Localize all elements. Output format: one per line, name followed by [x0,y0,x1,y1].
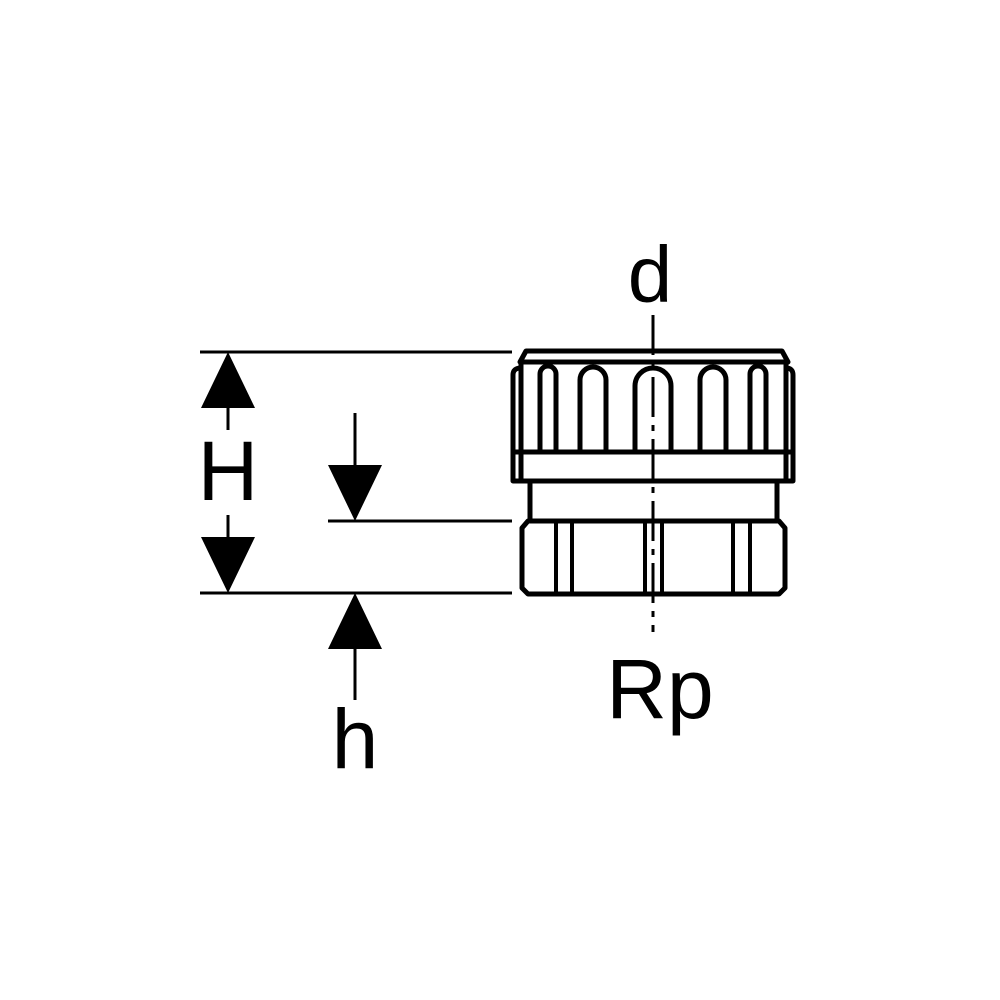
h-arrow-up-icon [328,593,382,649]
label-d: d [628,230,673,319]
label-H: H [198,424,259,518]
fitting-drawing [510,348,796,597]
H-arrow-up-icon [201,352,255,408]
H-arrow-down-icon [201,537,255,593]
label-h: h [332,692,379,786]
h-arrow-down-icon [328,465,382,521]
label-Rp: Rp [606,642,713,736]
